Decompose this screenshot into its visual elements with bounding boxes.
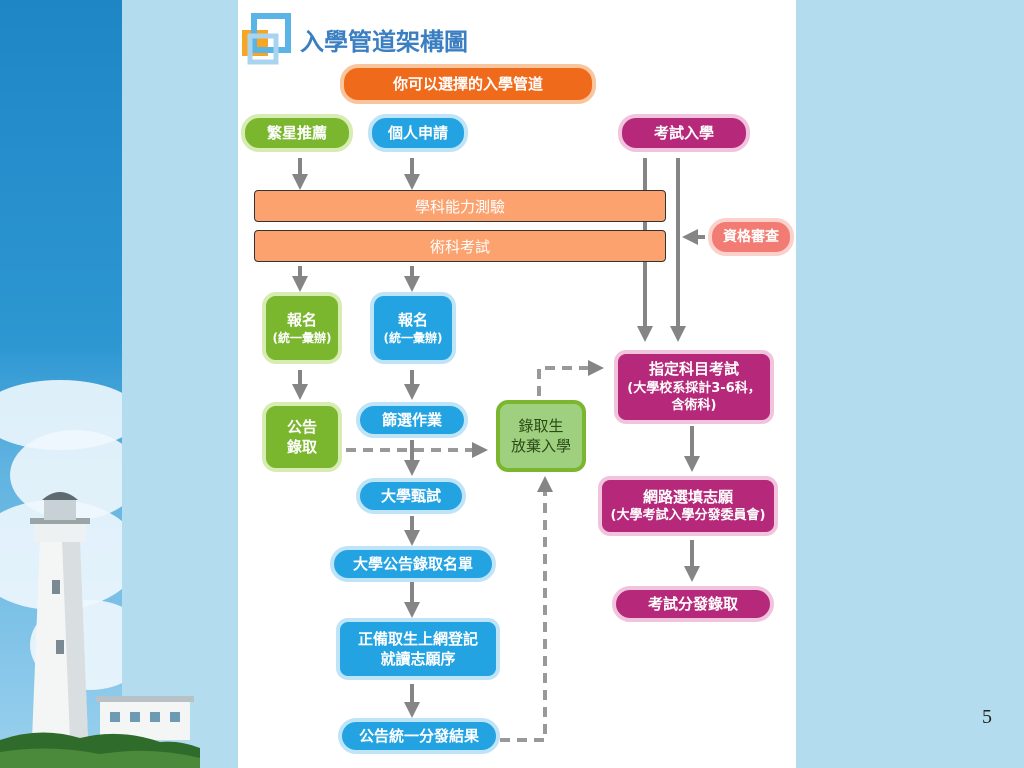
- route-star-recommendation: 繁星推薦: [241, 114, 353, 152]
- gsat-bar: 學科能力測驗: [254, 190, 666, 222]
- route-exam-label: 考試入學: [653, 123, 714, 142]
- personal-final-result-box: 公告統一分發結果: [338, 718, 500, 754]
- gsat-label: 學科能力測驗: [414, 197, 505, 216]
- ast-exam-line2: (大學校系採計3-6科，: [627, 380, 761, 396]
- personal-online-register-line1: 正備取生上網登記: [357, 629, 478, 648]
- giveup-admission-box: 錄取生 放棄入學: [496, 400, 586, 472]
- title-logo-icon: [242, 13, 291, 65]
- personal-registration-line1: 報名: [397, 310, 428, 329]
- page-title: 入學管道架構圖: [300, 28, 468, 56]
- personal-admit-list-label: 大學公告錄取名單: [352, 554, 473, 573]
- route-exam-admission: 考試入學: [618, 114, 750, 152]
- entry-channels-header: 你可以選擇的入學管道: [340, 64, 596, 104]
- route-personal-label: 個人申請: [387, 123, 448, 142]
- ast-exam-line1: 指定科目考試: [648, 360, 739, 379]
- lighthouse-image: [0, 492, 200, 768]
- personal-final-result-label: 公告統一分發結果: [358, 726, 479, 745]
- star-registration-line1: 報名: [286, 310, 317, 329]
- online-choice-box: 網路選填志願 (大學考試入學分發委員會): [598, 476, 778, 536]
- personal-online-register-line2: 就讀志願序: [380, 650, 456, 668]
- star-announce-box: 公告 錄取: [262, 402, 342, 472]
- entry-channels-header-text: 你可以選擇的入學管道: [392, 74, 543, 93]
- route-personal-application: 個人申請: [368, 114, 468, 152]
- page-number: 5: [982, 706, 992, 728]
- art-test-label: 術科考試: [429, 237, 490, 256]
- qualification-review-label: 資格審查: [723, 228, 779, 245]
- giveup-line2: 放棄入學: [510, 437, 571, 455]
- ast-exam-line3: 含術科): [671, 398, 717, 414]
- personal-screening-label: 篩選作業: [381, 410, 442, 429]
- giveup-line1: 錄取生: [518, 416, 564, 435]
- personal-online-register-box: 正備取生上網登記 就讀志願序: [336, 618, 500, 680]
- exam-placement-box: 考試分發錄取: [612, 586, 774, 622]
- route-star-label: 繁星推薦: [266, 123, 327, 142]
- online-choice-line1: 網路選填志願: [642, 488, 733, 507]
- art-test-bar: 術科考試: [254, 230, 666, 262]
- personal-registration-box: 報名 (統一彙辦): [370, 292, 456, 364]
- qualification-review-box: 資格審查: [708, 218, 794, 256]
- personal-screening-box: 篩選作業: [356, 402, 468, 438]
- ast-exam-box: 指定科目考試 (大學校系採計3-6科， 含術科): [614, 350, 774, 424]
- personal-admit-list-box: 大學公告錄取名單: [330, 546, 496, 582]
- star-announce-line2: 錄取: [286, 438, 317, 456]
- online-choice-line2: (大學考試入學分發委員會): [610, 508, 766, 524]
- exam-placement-label: 考試分發錄取: [647, 594, 738, 613]
- personal-interview-label: 大學甄試: [380, 486, 441, 505]
- personal-interview-box: 大學甄試: [356, 478, 466, 514]
- personal-registration-line2: (統一彙辦): [383, 331, 443, 346]
- star-announce-line1: 公告: [286, 417, 317, 436]
- star-registration-box: 報名 (統一彙辦): [262, 292, 342, 364]
- star-registration-line2: (統一彙辦): [272, 331, 332, 346]
